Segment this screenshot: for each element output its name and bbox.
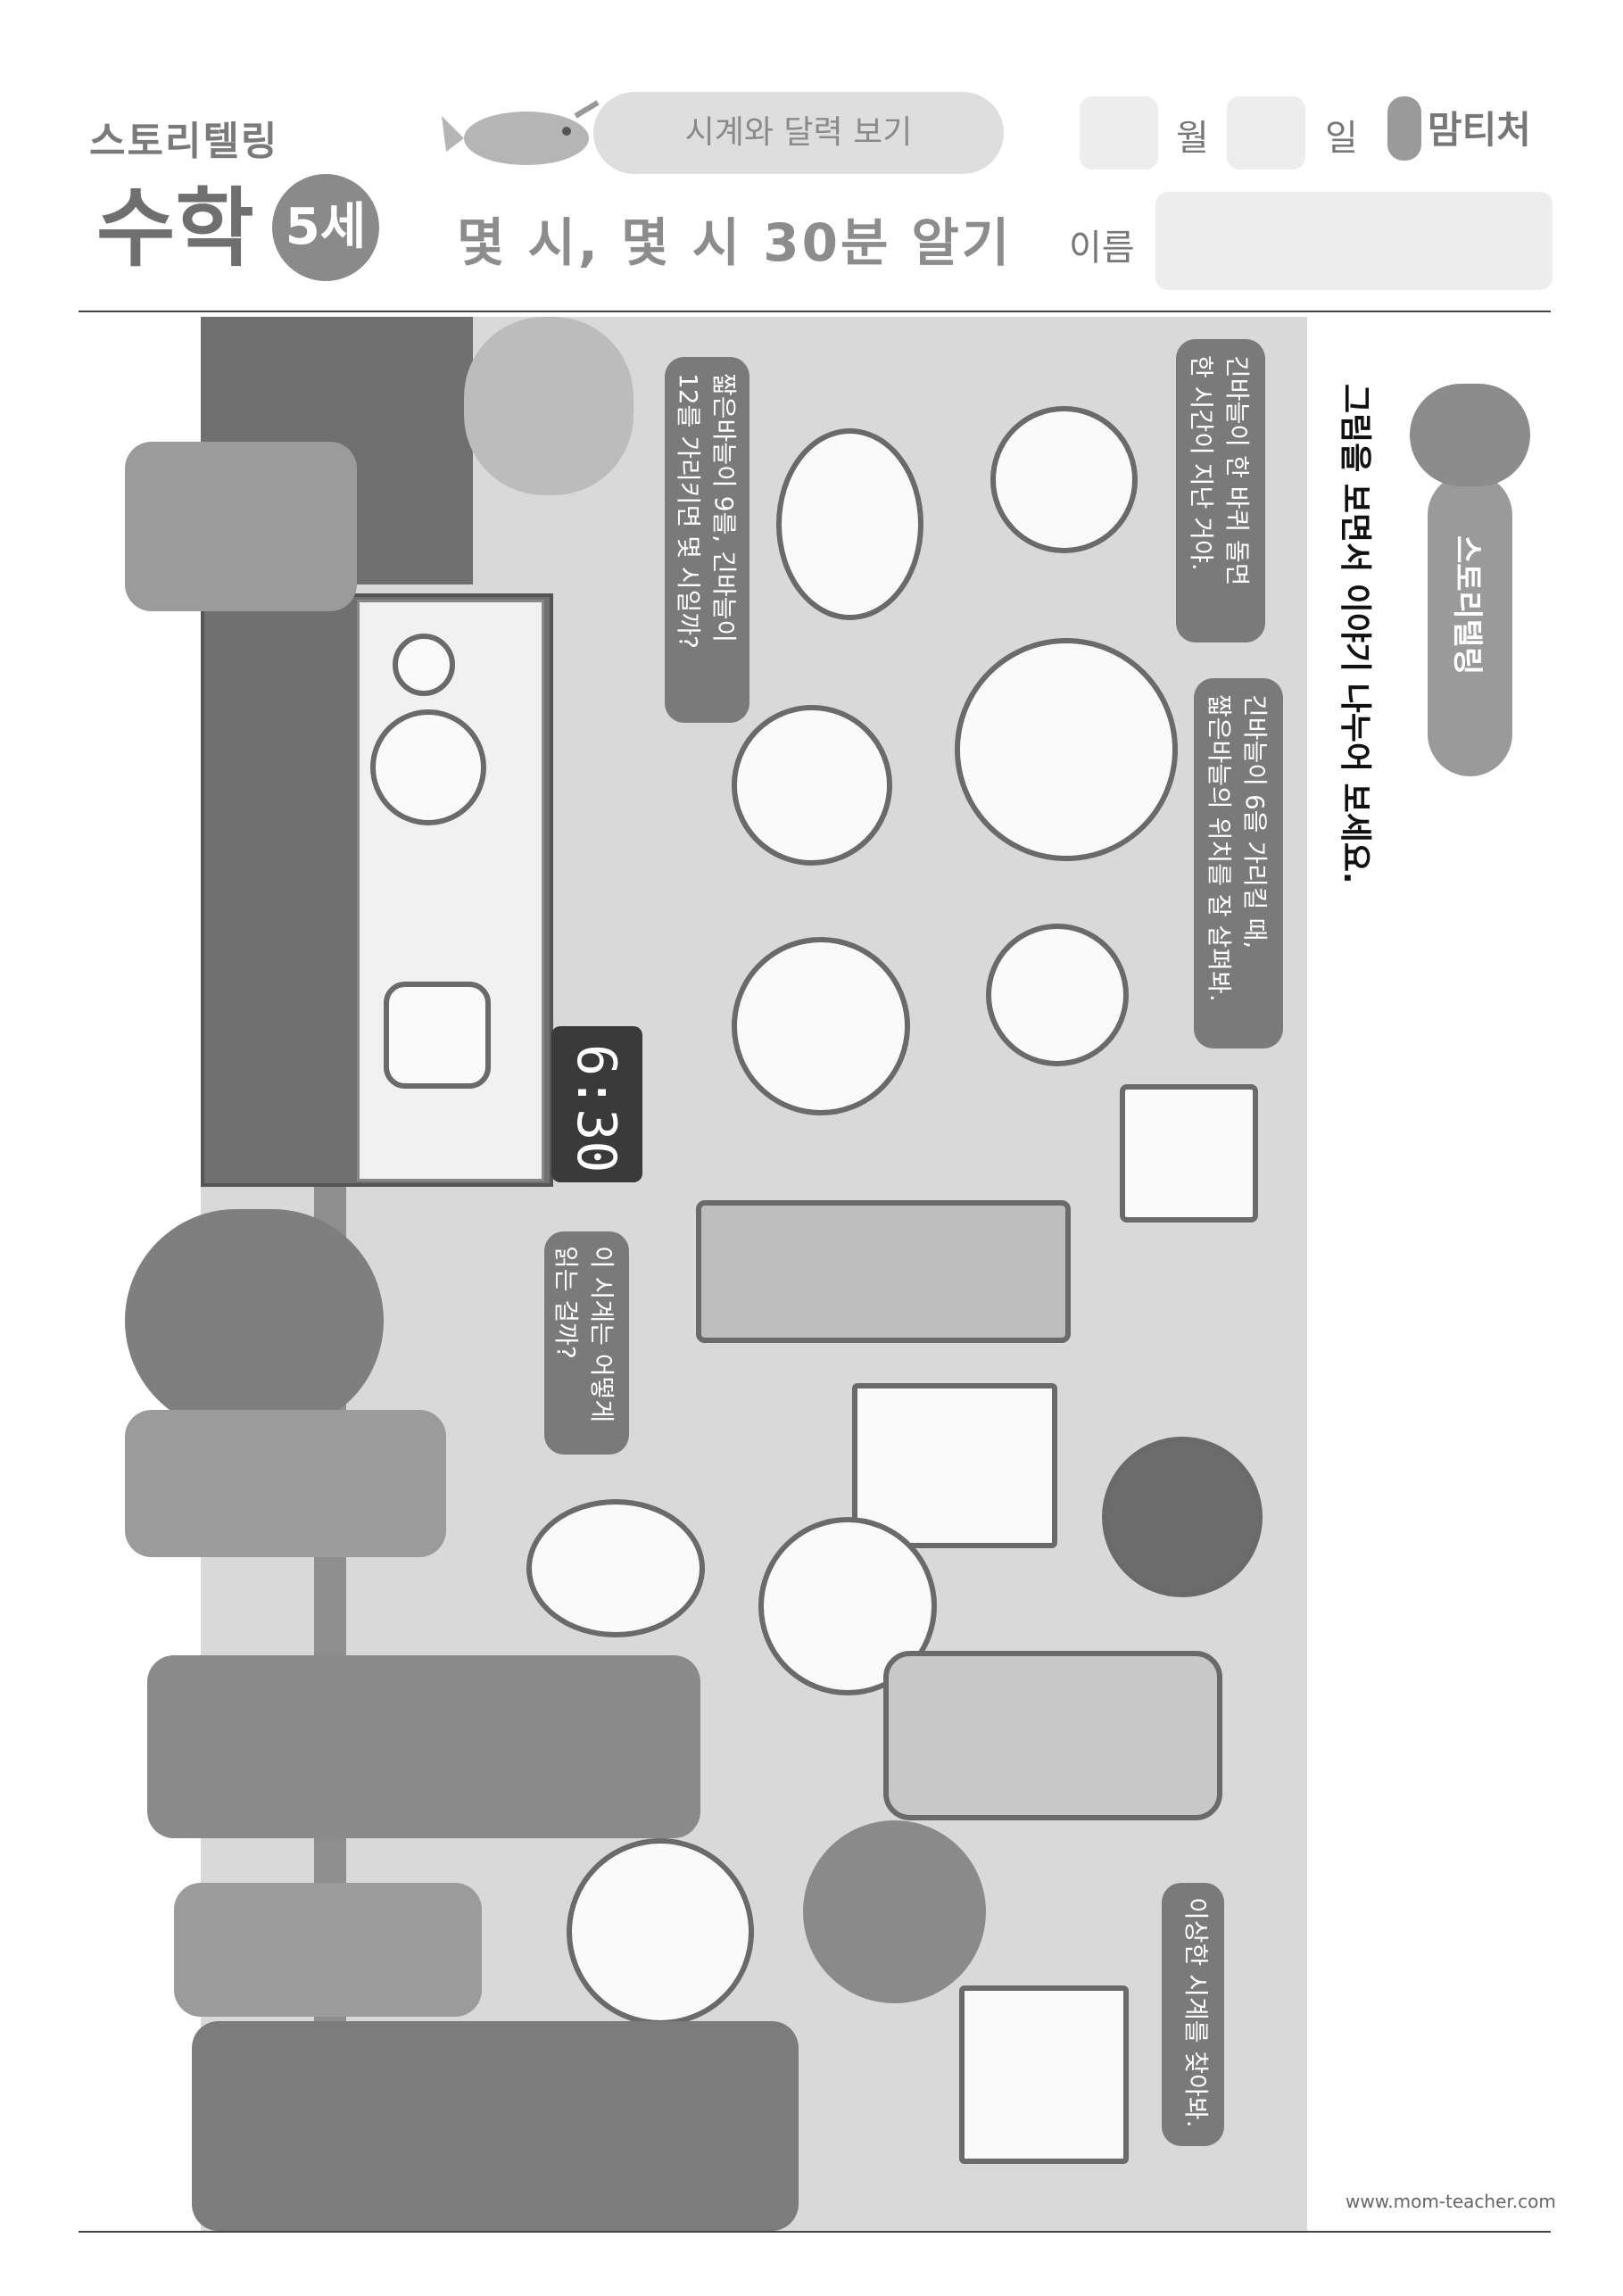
- square-wall-clock: [852, 1383, 1057, 1548]
- name-input-box[interactable]: [1155, 192, 1553, 290]
- month-label: 월: [1176, 118, 1209, 159]
- speech-bubble: 이상한 시계를 찾아봐.: [1162, 1883, 1224, 2146]
- digital-clock-time: 6:30: [565, 1044, 627, 1173]
- number-ring-clock: [803, 1820, 986, 2003]
- pencil-icon: [1387, 96, 1421, 161]
- girl-striped-shirt: [125, 1410, 446, 1557]
- digital-clock: 6:30: [551, 1026, 642, 1182]
- storytelling-badge: 스토리텔링: [1428, 473, 1512, 776]
- pocket-watch: [393, 634, 455, 696]
- bottom-divider: [79, 2231, 1551, 2233]
- oval-wall-clock: [526, 1499, 705, 1637]
- topic-pill: 시계와 달력 보기: [593, 92, 1004, 174]
- age-badge: 5세: [272, 174, 379, 281]
- girl-figure: [125, 442, 357, 611]
- wall-clock-numbers: [732, 705, 892, 866]
- food-clock: [567, 1838, 754, 2026]
- wall-clock-small: [986, 924, 1129, 1066]
- logo-title: 수학: [96, 178, 254, 278]
- glass-case: [357, 600, 544, 1181]
- name-label: 이름: [1069, 228, 1135, 269]
- bubble-text: 이상한 시계를 찾아봐.: [1181, 1897, 1211, 2128]
- bubble-text: 긴바늘이 6을 가리킬 때,짧은바늘의 위치를 잘 살펴봐.: [1205, 694, 1270, 1002]
- speech-bubble: 긴바늘이 6을 가리킬 때,짧은바늘의 위치를 잘 살펴봐.: [1194, 678, 1283, 1049]
- month-input-box[interactable]: [1080, 96, 1158, 170]
- mascot-icon: [1410, 384, 1530, 486]
- logo-subtitle: 스토리텔링: [89, 119, 279, 164]
- woman-figure: [192, 2021, 799, 2231]
- whale-icon: [442, 100, 600, 165]
- day-input-box[interactable]: [1227, 96, 1305, 170]
- instruction-text: 그림을 보면서 이야기 나누어 보세요.: [1337, 384, 1373, 884]
- monster-figure: [125, 1209, 384, 1432]
- wall-clock-round: [732, 937, 910, 1115]
- day-label: 일: [1325, 118, 1358, 159]
- man-figure: [147, 1655, 700, 1838]
- wall-clock-large: [955, 638, 1178, 861]
- footer-url: www.mom-teacher.com: [1346, 2191, 1556, 2212]
- framed-clock: [1120, 1084, 1258, 1223]
- monster-shopkeeper: [464, 317, 633, 495]
- alarm-clock: [370, 709, 486, 825]
- badge-text: 스토리텔링: [1449, 535, 1485, 676]
- cuckoo-clock: [883, 1651, 1222, 1820]
- pendulum-clock: [696, 1200, 1071, 1343]
- top-divider: [79, 311, 1551, 312]
- wall-clock-1: [990, 406, 1138, 553]
- boy-figure: [174, 1883, 482, 2017]
- strange-clock: [959, 1985, 1129, 2164]
- lesson-title: 몇 시, 몇 시 30분 알기: [457, 212, 1013, 273]
- square-clock: [384, 982, 491, 1089]
- oval-clock: [776, 428, 923, 620]
- castle-clock: [1102, 1437, 1263, 1597]
- brand-logo: 맘티처: [1428, 108, 1531, 152]
